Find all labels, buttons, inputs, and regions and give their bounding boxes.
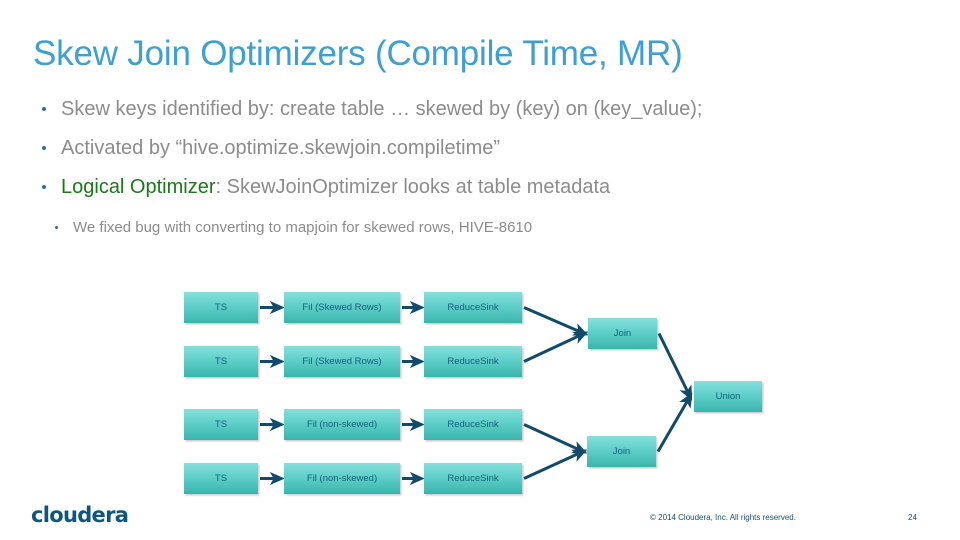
diagram-node-label: ReduceSink bbox=[447, 301, 499, 313]
diagram-node-label: Join bbox=[613, 327, 632, 339]
diagram-edge-join1-to-union bbox=[657, 332, 693, 401]
cloudera-logo: cloudera bbox=[31, 503, 129, 527]
diagram-node-fil3: Fil (non-skewed) bbox=[284, 409, 400, 440]
diagram-node-rs4: ReduceSink bbox=[424, 463, 522, 494]
diagram-node-rs1: ReduceSink bbox=[424, 292, 522, 323]
diagram-node-label: ReduceSink bbox=[447, 472, 499, 484]
diagram-node-ts3: TS bbox=[184, 409, 258, 440]
bullet-dot-icon bbox=[42, 107, 46, 111]
diagram-node-label: ReduceSink bbox=[447, 418, 499, 430]
diagram-node-join1: Join bbox=[588, 318, 657, 349]
bullet-emphasis: Logical Optimizer bbox=[61, 176, 216, 198]
diagram-node-label: Fil (Skewed Rows) bbox=[302, 301, 382, 313]
diagram-node-fil1: Fil (Skewed Rows) bbox=[284, 292, 400, 323]
diagram-node-label: Fil (Skewed Rows) bbox=[302, 355, 382, 367]
bullet-item: Activated by “hive.optimize.skewjoin.com… bbox=[33, 135, 913, 162]
diagram-edge-join2-to-union bbox=[656, 392, 693, 453]
diagram-node-label: Join bbox=[612, 445, 631, 457]
diagram-node-rs2: ReduceSink bbox=[424, 346, 522, 377]
diagram-node-ts2: TS bbox=[184, 346, 258, 377]
diagram-node-label: TS bbox=[214, 418, 228, 430]
sub-bullet-item: We fixed bug with converting to mapjoin … bbox=[33, 217, 913, 238]
diagram-node-union: Union bbox=[694, 381, 762, 412]
bullet-text: Activated by “hive.optimize.skewjoin.com… bbox=[61, 137, 501, 159]
diagram-node-label: Fil (non-skewed) bbox=[306, 418, 378, 430]
diagram-node-label: ReduceSink bbox=[447, 355, 499, 367]
diagram-node-label: TS bbox=[214, 355, 228, 367]
diagram-node-label: Union bbox=[715, 390, 741, 402]
diagram-node-label: TS bbox=[214, 301, 228, 313]
diagram-node-ts1: TS bbox=[184, 292, 258, 323]
diagram-edge-rs1-to-join1 bbox=[523, 306, 589, 336]
bullet-dot-icon bbox=[42, 146, 46, 150]
copyright-text: © 2014 Cloudera, Inc. All rights reserve… bbox=[650, 513, 796, 522]
diagram-edge-rs3-to-join2 bbox=[523, 423, 588, 454]
bullet-dot-icon bbox=[42, 185, 46, 189]
sub-bullet-text: We fixed bug with converting to mapjoin … bbox=[73, 219, 533, 236]
diagram-node-fil2: Fil (Skewed Rows) bbox=[284, 346, 400, 377]
diagram-node-join2: Join bbox=[587, 436, 656, 467]
diagram-node-label: Fil (non-skewed) bbox=[306, 472, 378, 484]
diagram-node-ts4: TS bbox=[184, 463, 258, 494]
page-number: 24 bbox=[908, 513, 917, 522]
bullet-list: Skew keys identified by: create table … … bbox=[33, 96, 913, 238]
bullet-item: Logical Optimizer: SkewJoinOptimizer loo… bbox=[33, 174, 913, 201]
diagram-edge-rs2-to-join1 bbox=[523, 331, 589, 363]
bullet-text: : SkewJoinOptimizer looks at table metad… bbox=[215, 176, 611, 198]
diagram-edge-rs4-to-join2 bbox=[523, 449, 588, 480]
diagram-node-label: TS bbox=[214, 472, 228, 484]
diagram-node-fil4: Fil (non-skewed) bbox=[284, 463, 400, 494]
diagram-node-rs3: ReduceSink bbox=[424, 409, 522, 440]
bullet-item: Skew keys identified by: create table … … bbox=[33, 96, 913, 123]
page-title: Skew Join Optimizers (Compile Time, MR) bbox=[33, 34, 683, 73]
bullet-dot-icon bbox=[55, 226, 58, 229]
bullet-text: Skew keys identified by: create table … … bbox=[61, 98, 703, 120]
